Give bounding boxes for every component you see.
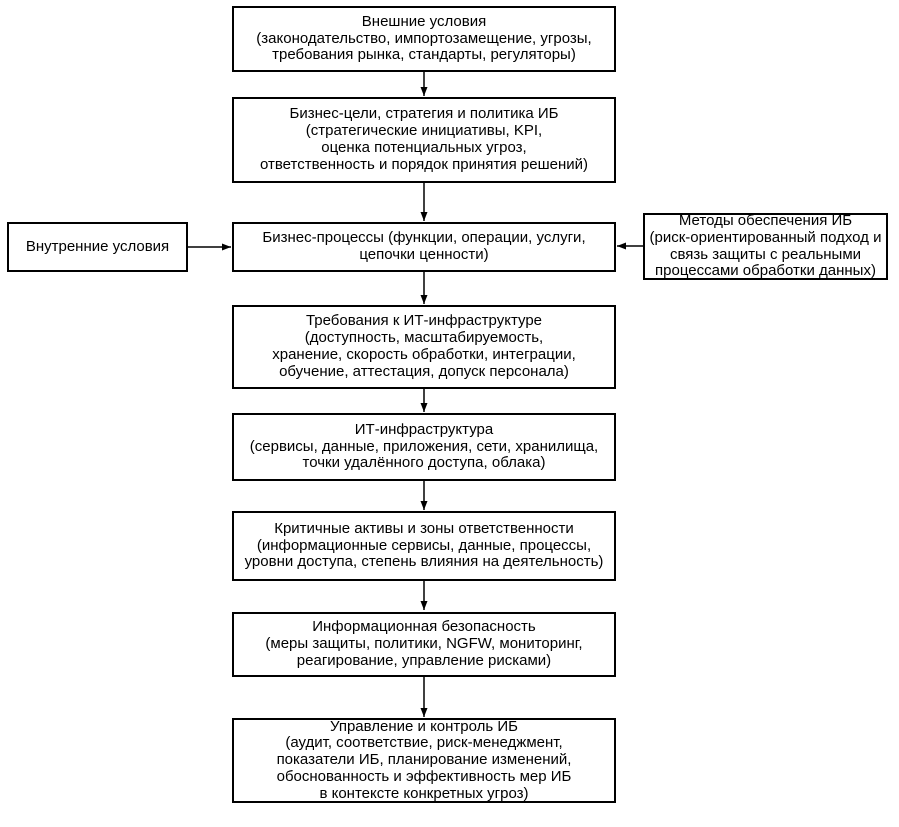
- node-it-requirements: Требования к ИТ-инфраструктуре (доступно…: [232, 305, 616, 389]
- node-business-goals: Бизнес-цели, стратегия и политика ИБ (ст…: [232, 97, 616, 183]
- node-security-governance: Управление и контроль ИБ (аудит, соответ…: [232, 718, 616, 803]
- node-information-security: Информационная безопасность (меры защиты…: [232, 612, 616, 677]
- node-security-methods: Методы обеспечения ИБ (риск-ориентирован…: [643, 212, 888, 280]
- node-critical-assets: Критичные активы и зоны ответственности …: [232, 511, 616, 581]
- node-internal-conditions: Внутренние условия: [7, 222, 188, 272]
- node-external-conditions: Внешние условия (законодательство, импор…: [232, 6, 616, 72]
- node-it-infrastructure: ИТ-инфраструктура (сервисы, данные, прил…: [232, 413, 616, 481]
- node-business-processes: Бизнес-процессы (функции, операции, услу…: [232, 222, 616, 272]
